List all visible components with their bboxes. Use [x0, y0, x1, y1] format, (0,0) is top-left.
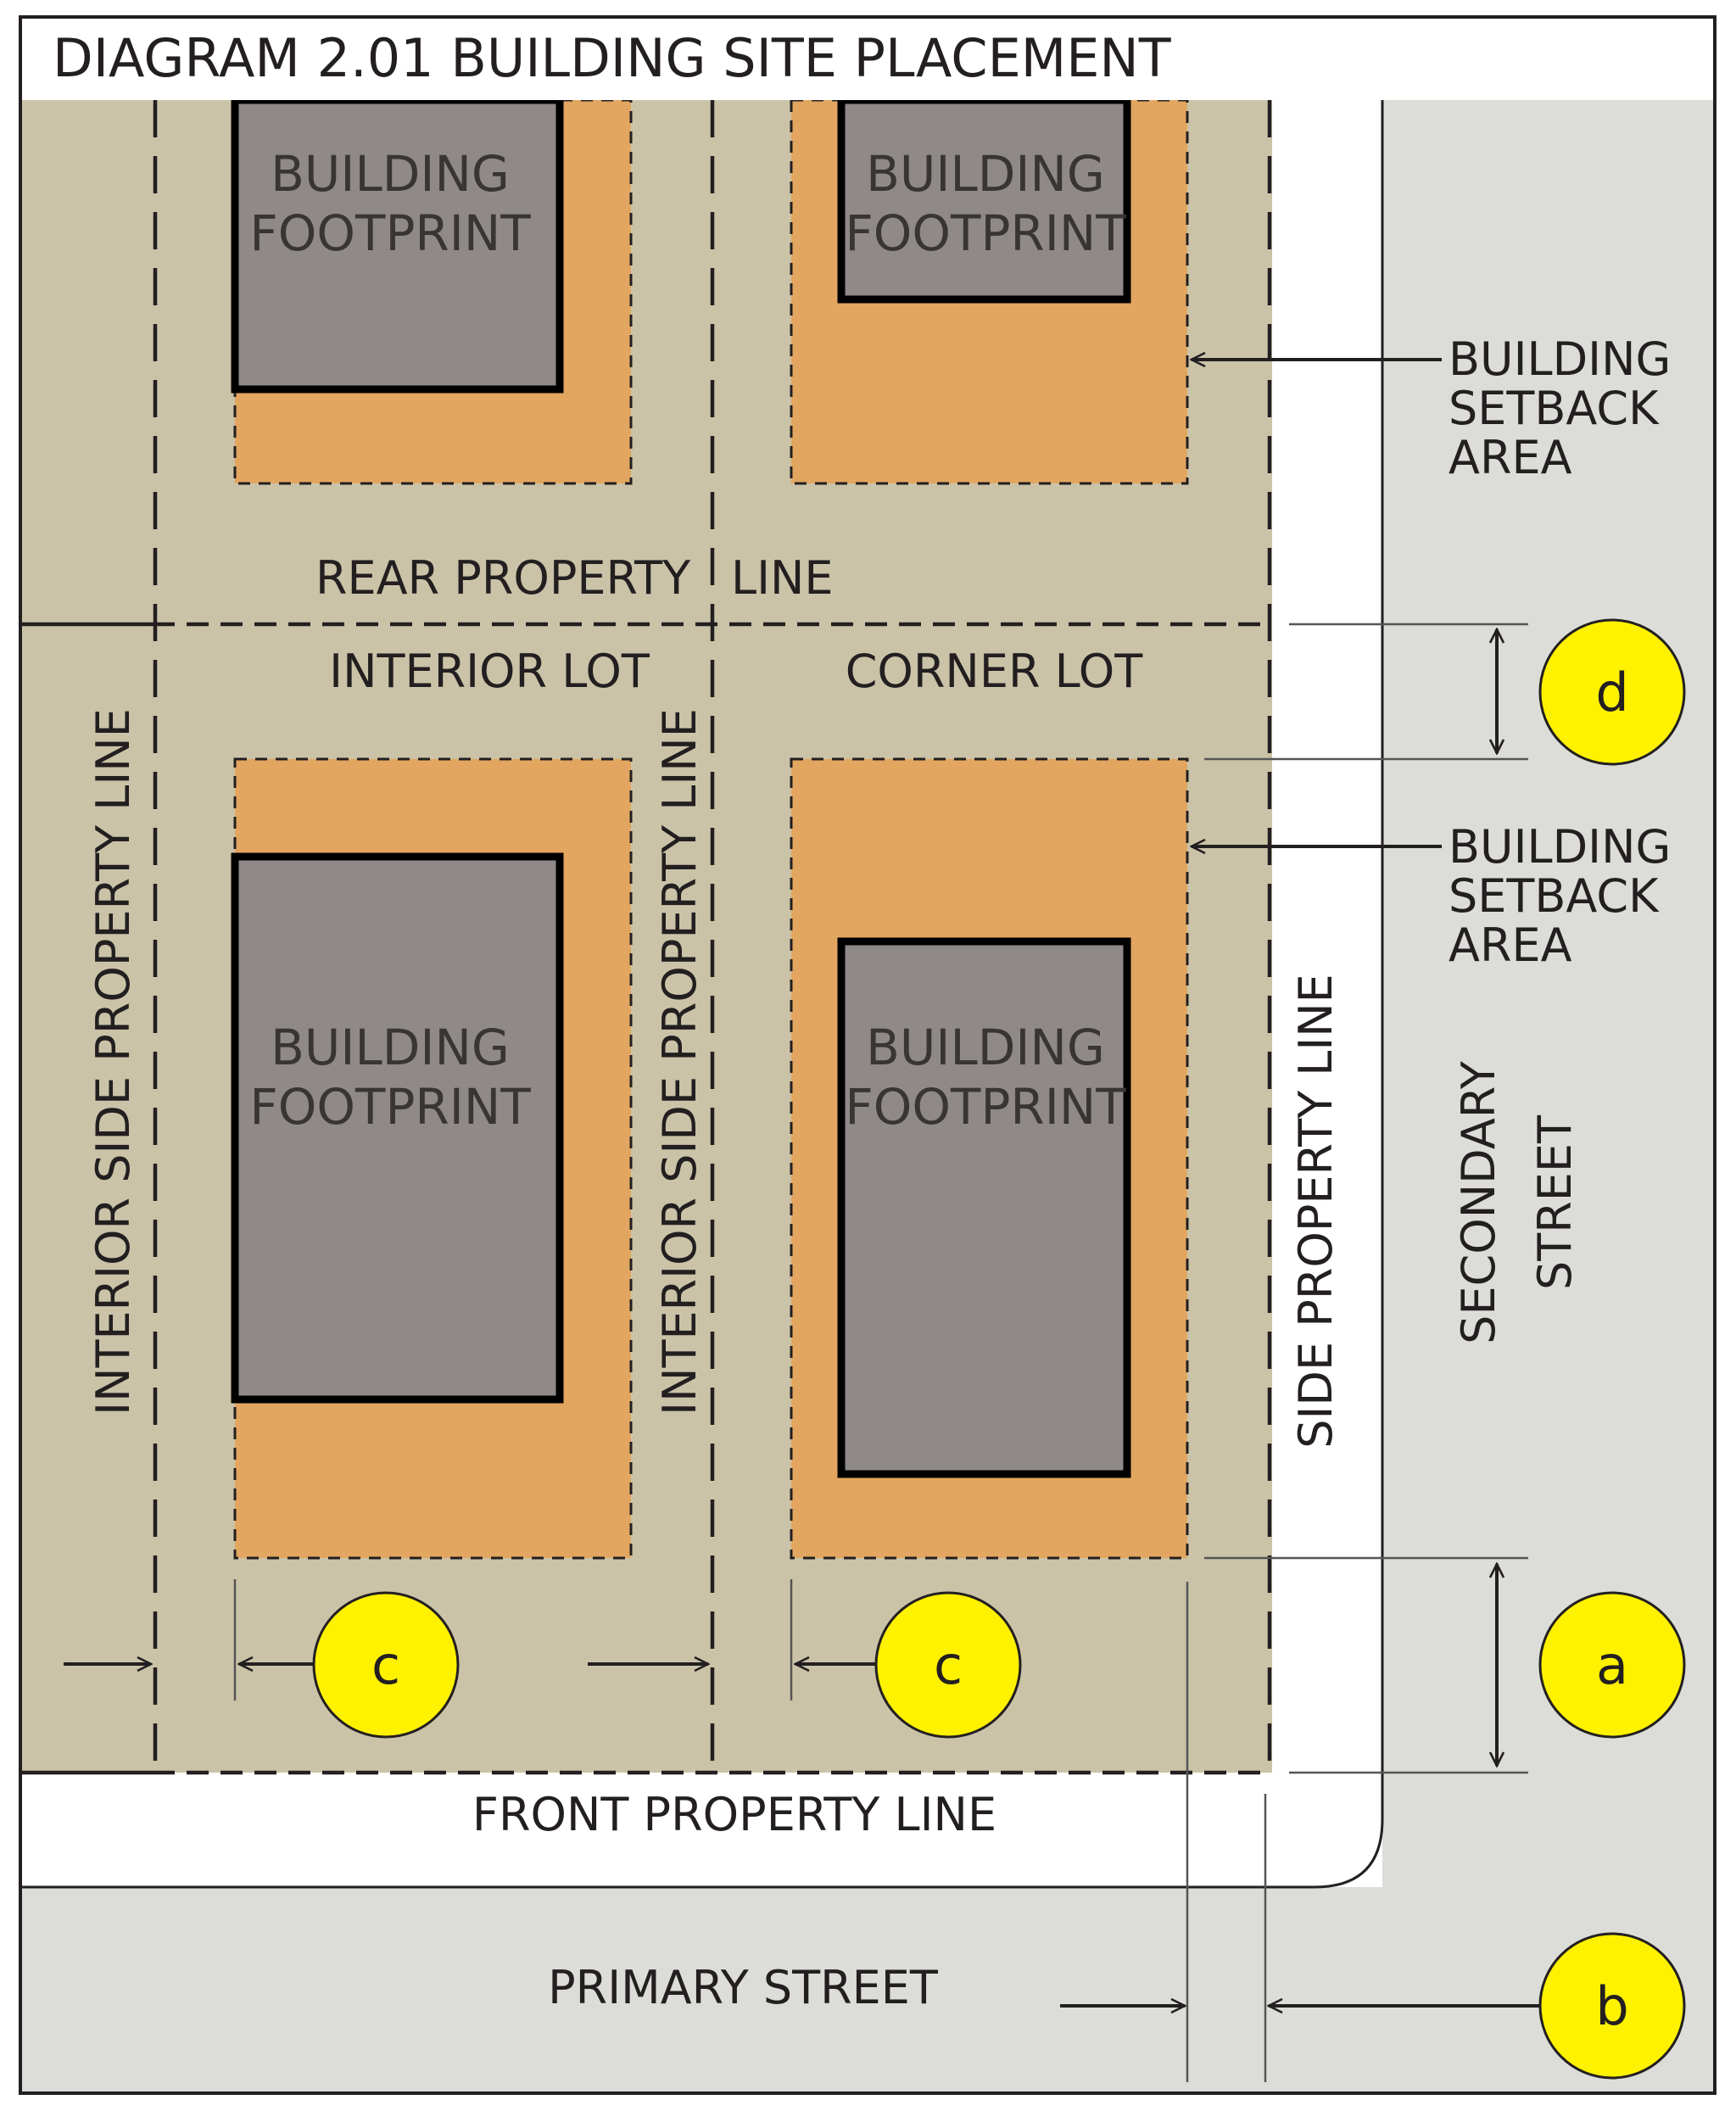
building-footprint-label: BUILDING — [271, 145, 510, 203]
corner-lot-label: CORNER LOT — [846, 645, 1144, 698]
curb-line-corner — [20, 1818, 1384, 1889]
setback-callout-label: AREA — [1449, 919, 1572, 972]
building-footprint — [837, 937, 1131, 1478]
title-bar — [20, 17, 1715, 100]
marker-c-label: c — [934, 1634, 963, 1696]
setback-callout-label: BUILDING — [1449, 820, 1671, 874]
building-footprint-label: FOOTPRINT — [845, 204, 1126, 262]
building-footprint-label: BUILDING — [866, 1019, 1105, 1076]
marker-d-label: d — [1595, 662, 1628, 723]
secondary-street-label: STREET — [1528, 1114, 1582, 1290]
marker-c-label: c — [371, 1634, 400, 1696]
setback-callout-label: BUILDING — [1449, 332, 1671, 386]
building-footprint-label: FOOTPRINT — [249, 1078, 531, 1136]
setback-callout-label: AREA — [1449, 431, 1572, 484]
front-property-line-label: FRONT PROPERTY LINE — [472, 1788, 996, 1841]
side-property-line-label: SIDE PROPERTY LINE — [1289, 974, 1342, 1449]
diagram-frame — [19, 15, 1716, 2095]
primary-street-area — [20, 1887, 1715, 2093]
rear-property-line-label: LINE — [731, 551, 834, 605]
interior-lot-label: INTERIOR LOT — [329, 645, 650, 698]
marker-d: d — [1538, 618, 1686, 766]
interior-side-property-line-label: INTERIOR SIDE PROPERTY LINE — [87, 708, 140, 1416]
building-footprint — [837, 96, 1131, 304]
building-footprint-label: BUILDING — [271, 1019, 510, 1076]
building-footprint — [231, 852, 564, 1404]
building-footprint — [231, 96, 564, 394]
secondary-street-area — [1382, 100, 1715, 2093]
setback-callout-label: SETBACK — [1449, 382, 1660, 435]
marker-b: b — [1538, 1932, 1686, 2080]
setback-callout-label: SETBACK — [1449, 869, 1660, 923]
primary-street-label: PRIMARY STREET — [548, 1961, 939, 2014]
diagram-title: DIAGRAM 2.01 BUILDING SITE PLACEMENT — [53, 27, 1172, 89]
interior-side-property-line-label: INTERIOR SIDE PROPERTY LINE — [653, 708, 706, 1416]
secondary-street-label: SECONDARY — [1452, 1060, 1505, 1344]
building-footprint-label: BUILDING — [866, 145, 1105, 203]
rear-property-line-label: REAR PROPERTY — [315, 551, 691, 605]
marker-c: c — [312, 1591, 460, 1739]
marker-a-label: a — [1596, 1634, 1628, 1696]
building-footprint-label: FOOTPRINT — [845, 1078, 1126, 1136]
marker-c: c — [874, 1591, 1022, 1739]
marker-a: a — [1538, 1591, 1686, 1739]
marker-b-label: b — [1595, 1975, 1628, 2037]
building-footprint-label: FOOTPRINT — [249, 204, 531, 262]
